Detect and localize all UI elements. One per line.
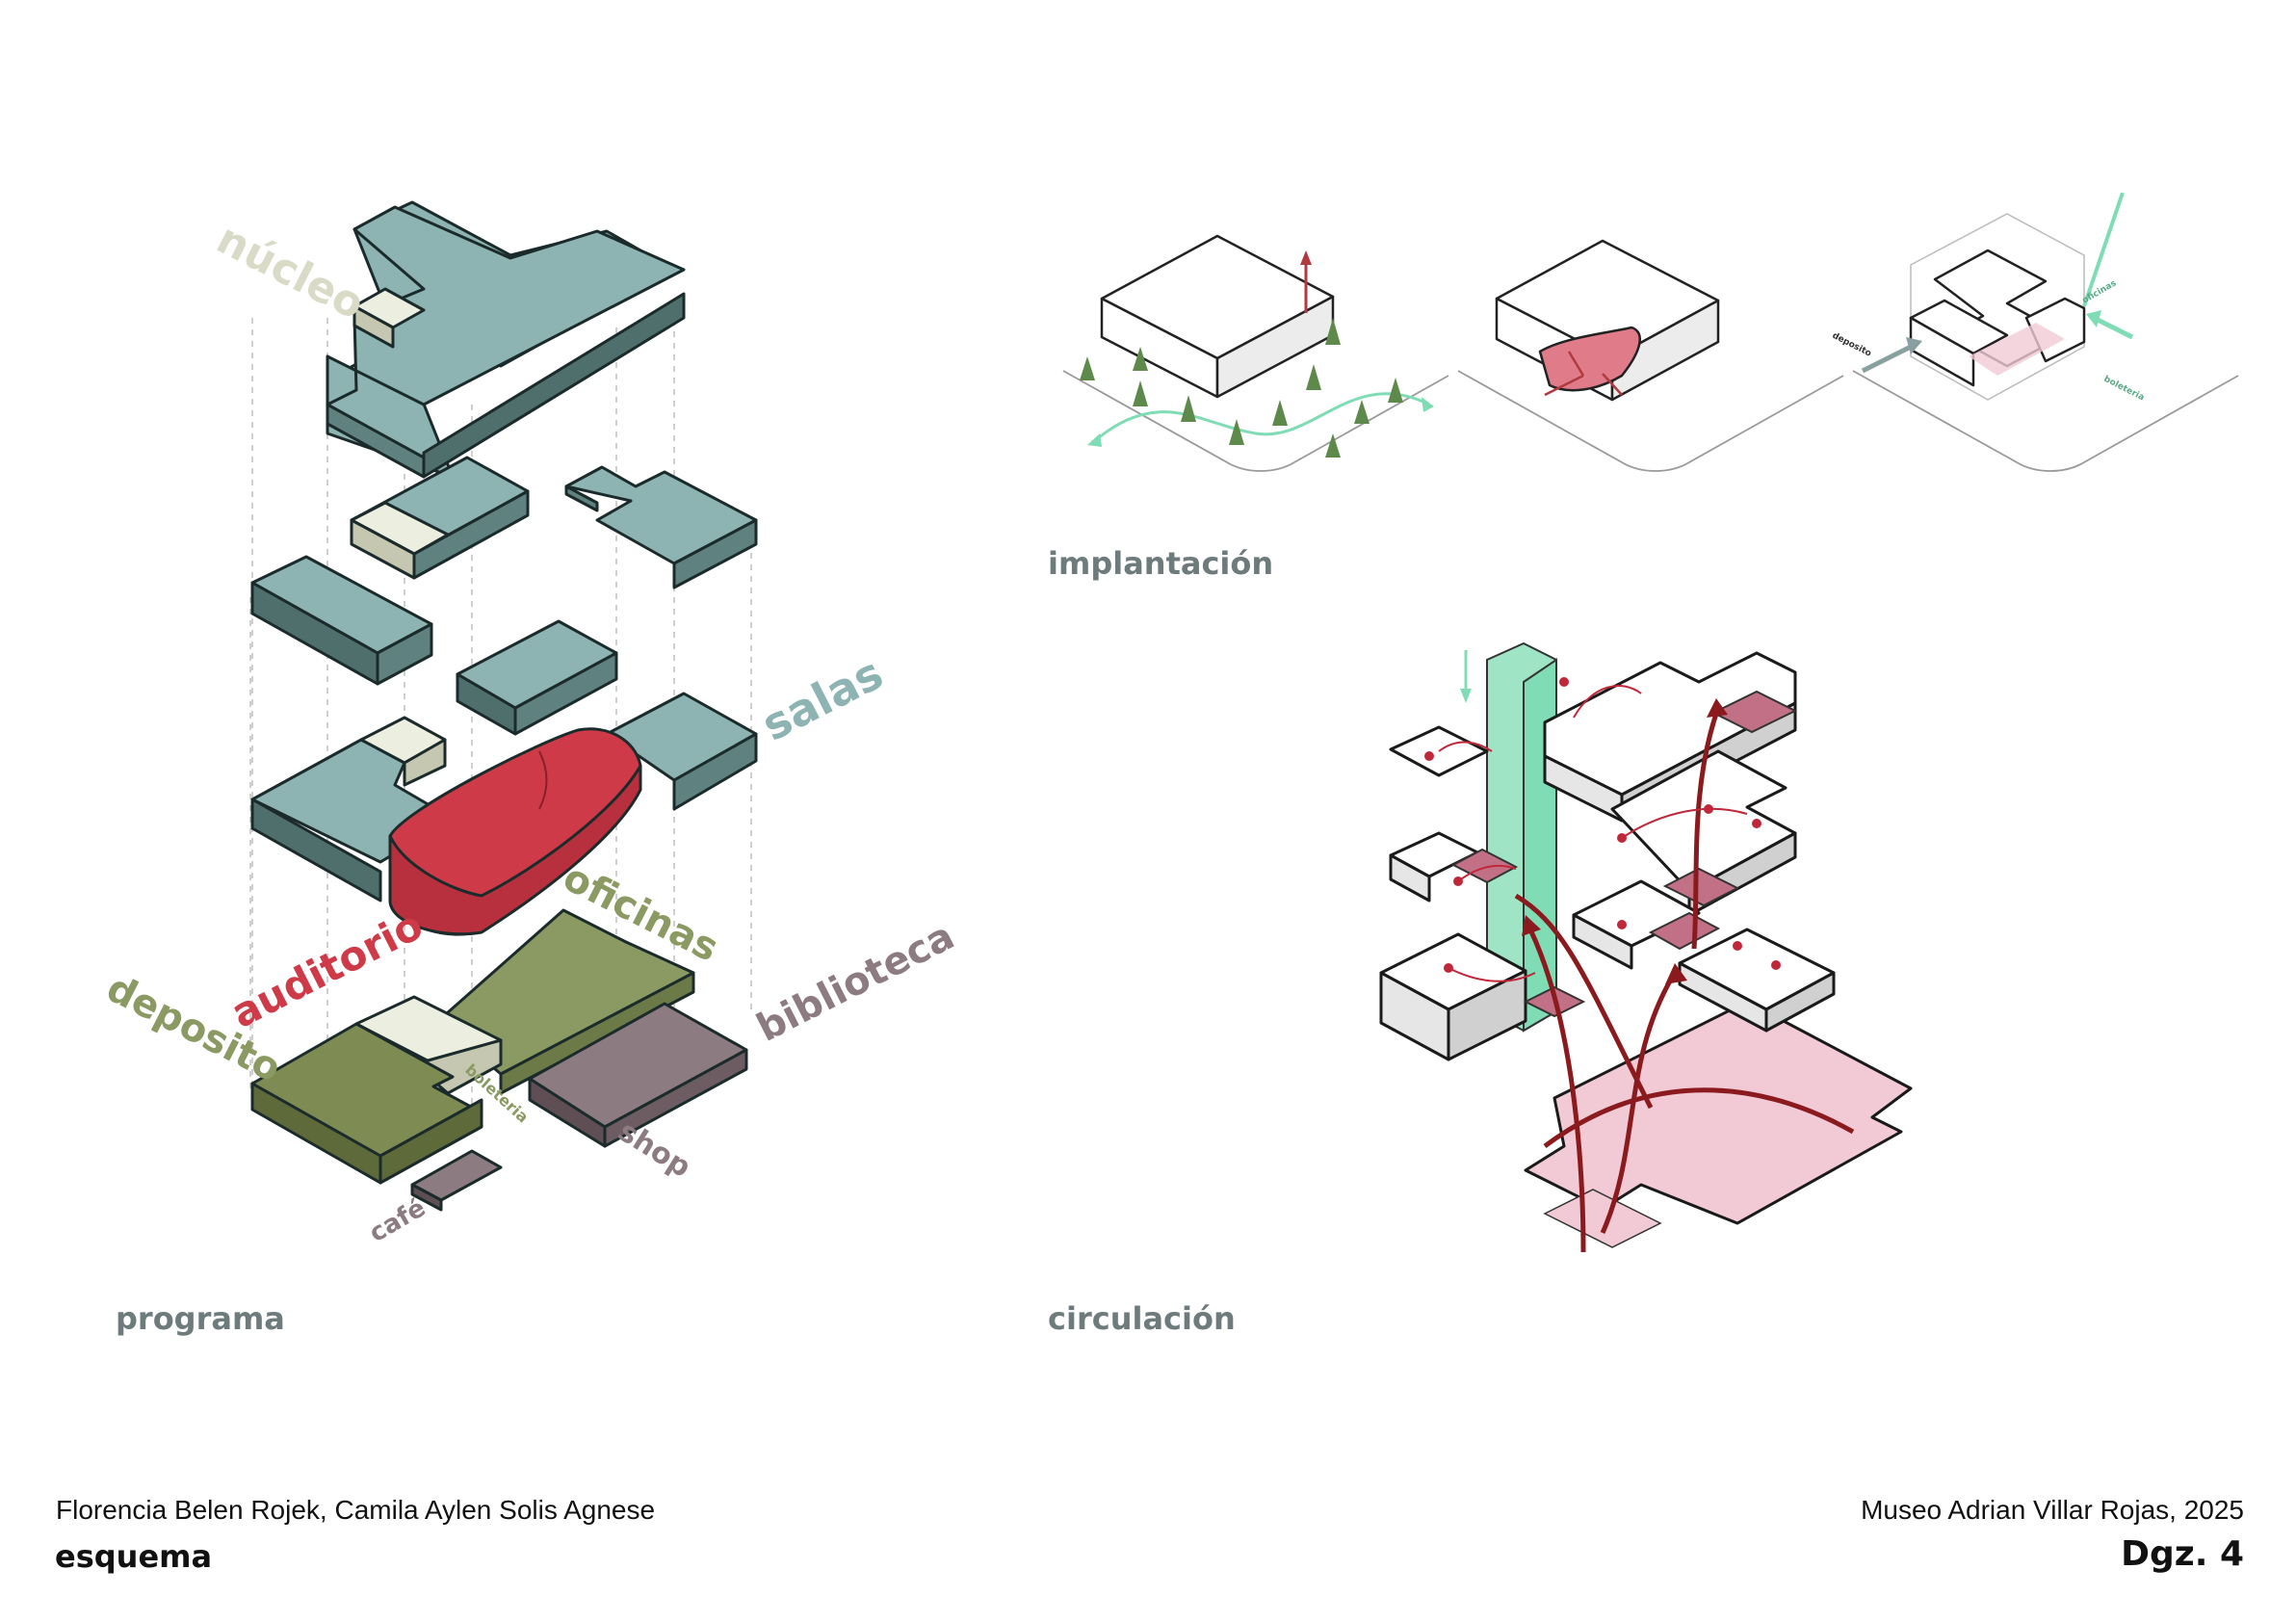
section-title-circulacion: circulación [1048,1300,1236,1337]
project-title: Museo Adrian Villar Rojas, 2025 [1861,1495,2244,1525]
circulation-paths [1438,685,1855,1253]
floor-2-salas [350,456,758,589]
site-volume [1062,234,1449,472]
label-biblioteca: biblioteca [750,914,961,1051]
floor-3-salas [250,555,618,736]
section-title-implantacion: implantación [1048,545,1274,582]
route-nodes [1424,677,1781,973]
site-carve [1457,239,1844,472]
floor-lower [1379,911,1836,1061]
floor-top-salas [326,200,686,479]
arrowheads [1522,698,1728,984]
guide-lines [249,308,752,1108]
section-title-programa: programa [116,1300,285,1337]
programa-diagram: .edge { stroke:#1b2b2b; stroke-width:3; … [99,200,961,1248]
sheet-title: esquema [55,1538,213,1575]
auditorio-block [388,727,642,936]
label-nucleo: núcleo [209,214,372,329]
impl-label-boleteria: boleteria [2102,375,2146,404]
nucleo-top [352,287,426,349]
label-cafe: café [365,1193,431,1248]
sheet-number: Dgz. 4 [2121,1534,2244,1574]
label-shop: shop [613,1114,697,1185]
implantacion-diagrams: .ed { stroke:#222; stroke-width:2.5; str… [1062,193,2239,472]
floor-middle [1389,749,1797,970]
tree-icons [1080,318,1403,458]
site-program: deposito oficinas boleteria [1831,193,2239,472]
label-salas: salas [753,646,891,750]
impl-label-oficinas: oficinas [2081,278,2119,305]
circulacion-diagram: .ce { stroke:#1a1a1a; stroke-width:3; st… [1379,641,1913,1253]
authors: Florencia Belen Rojek, Camila Aylen Soli… [56,1495,656,1525]
impl-label-deposito: deposito [1831,331,1873,359]
floor-ground [250,908,748,1212]
